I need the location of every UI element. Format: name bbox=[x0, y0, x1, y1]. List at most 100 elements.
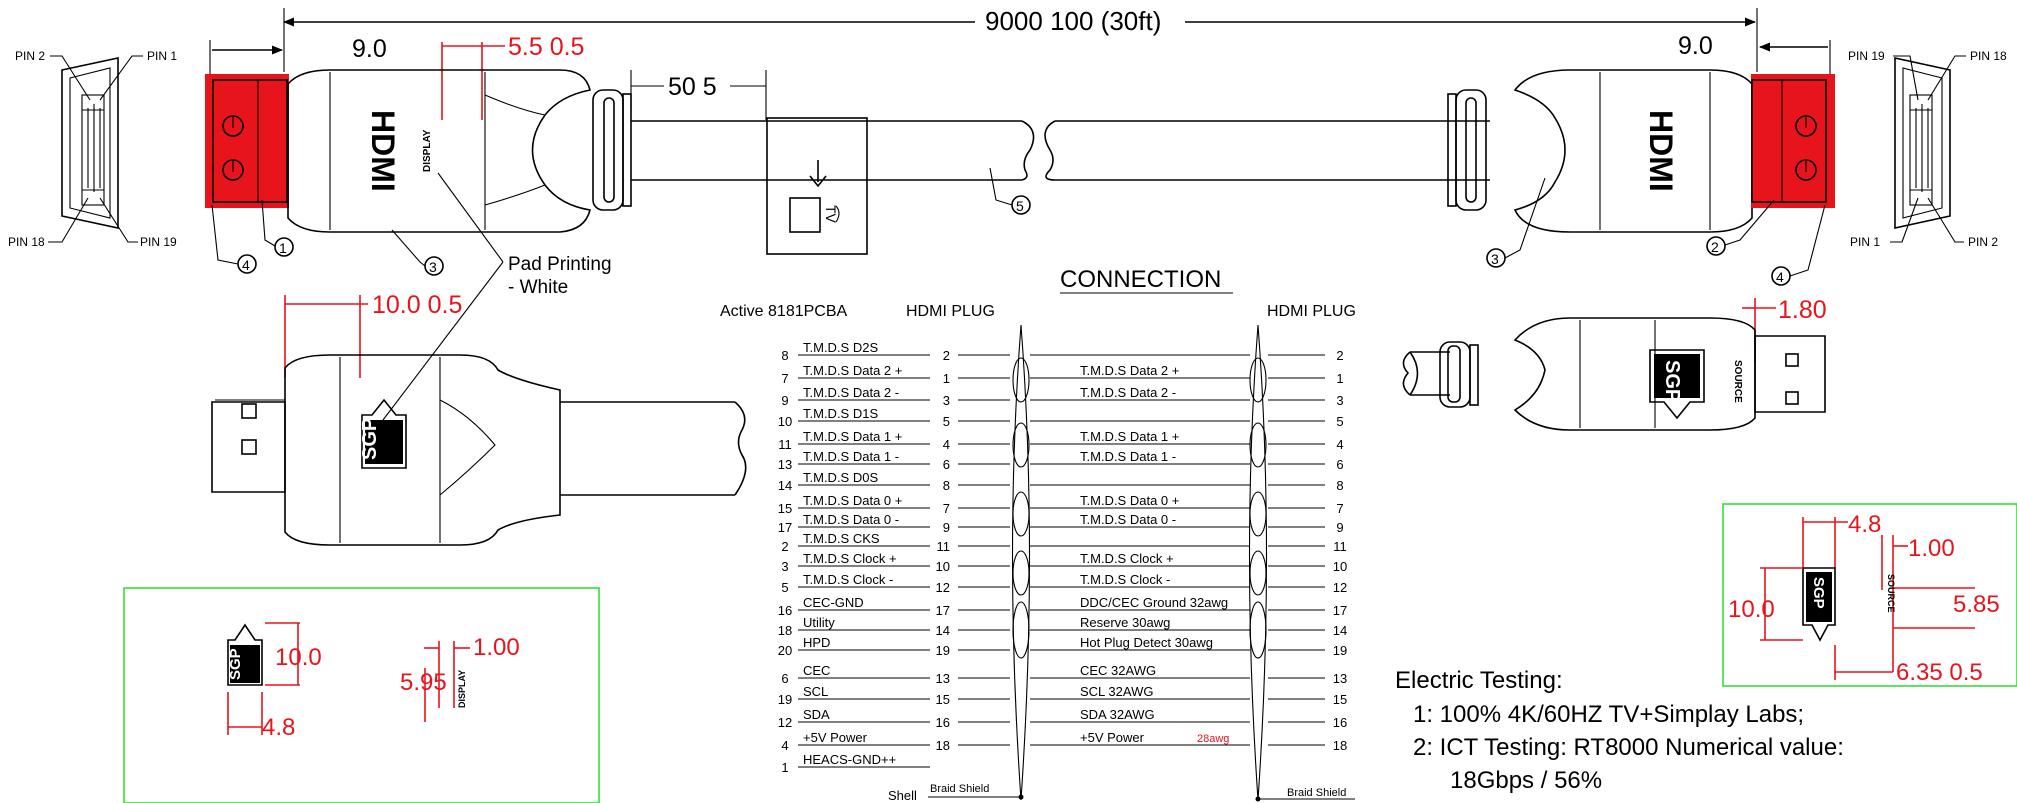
pad-printing-line1: Pad Printing bbox=[508, 254, 612, 275]
left-box-w: 4.8 bbox=[262, 714, 295, 741]
right-box-w: 4.8 bbox=[1848, 511, 1881, 538]
conn-right-pin: 9 bbox=[1336, 520, 1343, 535]
conn-plug-pin: 18 bbox=[936, 738, 950, 753]
right-box-h2: 5.85 bbox=[1953, 591, 2000, 618]
conn-right-pin: 13 bbox=[1333, 671, 1347, 686]
conn-left-pin: 18 bbox=[778, 623, 792, 638]
conn-plug-pin: 19 bbox=[936, 643, 950, 658]
conn-left-signal: HEACS-GND++ bbox=[803, 752, 896, 767]
conn-right-signal: CEC 32AWG bbox=[1080, 663, 1156, 678]
overall-length-dimension: 9000 100 (30ft) bbox=[282, 6, 1758, 72]
right-top-connector: HDMI bbox=[1447, 69, 1835, 233]
left-pin-face: PIN 2 PIN 1 PIN 18 PIN 19 bbox=[8, 49, 177, 249]
right-pin19-label: PIN 19 bbox=[1848, 49, 1885, 63]
overall-length-label: 9000 100 (30ft) bbox=[985, 6, 1161, 36]
right-box-source-mark: SOURCE bbox=[1886, 574, 1896, 613]
conn-left-pin: 3 bbox=[781, 559, 788, 574]
left-top-connector: HDMI DISPLAY bbox=[205, 69, 632, 233]
conn-left-signal: T.M.D.S Data 0 - bbox=[803, 512, 899, 527]
boot-dimension: 50 5 bbox=[630, 70, 767, 120]
conn-left-signal: T.M.D.S D1S bbox=[803, 406, 878, 421]
power-awg-note: 28awg bbox=[1197, 733, 1229, 745]
conn-plug-pin: 4 bbox=[943, 437, 950, 452]
conn-left-signal: T.M.D.S Clock - bbox=[803, 572, 893, 587]
conn-right-signal: T.M.D.S Data 1 - bbox=[1080, 449, 1176, 464]
conn-plug-pin: 16 bbox=[936, 715, 950, 730]
conn-left-signal: T.M.D.S D2S bbox=[803, 340, 878, 355]
right-box-h: 10.0 bbox=[1728, 596, 1775, 623]
callout-4-left: 4 bbox=[242, 257, 250, 273]
conn-left-pin: 12 bbox=[778, 715, 792, 730]
conn-left-signal: Utility bbox=[803, 615, 835, 630]
left-box-t: 1.00 bbox=[473, 634, 520, 661]
conn-right-pin: 5 bbox=[1336, 414, 1343, 429]
left-header-pcba: Active 8181PCBA bbox=[720, 303, 848, 320]
conn-plug-pin: 7 bbox=[943, 501, 950, 516]
conn-left-signal: T.M.D.S D0S bbox=[803, 470, 878, 485]
left-box-h: 10.0 bbox=[275, 644, 322, 671]
conn-left-pin: 14 bbox=[778, 478, 792, 493]
conn-plug-pin: 1 bbox=[943, 371, 950, 386]
callout-3-right: 3 bbox=[1491, 251, 1499, 267]
callout-1: 1 bbox=[279, 240, 287, 256]
conn-left-pin: 4 bbox=[781, 738, 788, 753]
conn-left-signal: HPD bbox=[803, 635, 830, 650]
conn-left-pin: 5 bbox=[781, 580, 788, 595]
conn-left-pin: 6 bbox=[781, 671, 788, 686]
right-pin-face: PIN 19 PIN 18 PIN 1 PIN 2 bbox=[1848, 49, 2007, 249]
left-end-dimension: 9.0 bbox=[209, 35, 387, 80]
conn-right-signal: T.M.D.S Data 1 + bbox=[1080, 429, 1179, 444]
conn-plug-pin: 8 bbox=[943, 478, 950, 493]
conn-right-signal: T.M.D.S Data 0 + bbox=[1080, 493, 1179, 508]
conn-right-signal: Reserve 30awg bbox=[1080, 615, 1170, 630]
conn-plug-pin: 10 bbox=[936, 559, 950, 574]
conn-left-pin: 8 bbox=[781, 348, 788, 363]
conn-right-pin: 4 bbox=[1336, 437, 1343, 452]
conn-left-pin: 11 bbox=[778, 437, 792, 452]
conn-right-pin: 10 bbox=[1333, 559, 1347, 574]
conn-plug-pin: 11 bbox=[937, 539, 951, 554]
conn-right-pin: 3 bbox=[1336, 393, 1343, 408]
conn-left-signal: T.M.D.S Data 2 + bbox=[803, 363, 902, 378]
pad-printing-note: Pad Printing - White bbox=[382, 172, 612, 421]
conn-right-pin: 17 bbox=[1333, 603, 1347, 618]
conn-right-signal: SDA 32AWG bbox=[1080, 707, 1155, 722]
conn-left-pin: 20 bbox=[778, 643, 792, 658]
conn-left-pin: 1 bbox=[781, 760, 788, 775]
conn-plug-pin: 15 bbox=[936, 692, 950, 707]
callout-4-right: 4 bbox=[1776, 269, 1784, 285]
left-pin19-label: PIN 19 bbox=[140, 235, 177, 249]
left-pin1-label: PIN 1 bbox=[147, 49, 177, 63]
testing-title: Electric Testing: bbox=[1395, 667, 1563, 694]
right-pin18-label: PIN 18 bbox=[1970, 49, 2007, 63]
conn-right-signal: T.M.D.S Clock - bbox=[1080, 572, 1170, 587]
conn-right-signal: T.M.D.S Data 2 + bbox=[1080, 363, 1179, 378]
conn-right-signal: T.M.D.S Data 2 - bbox=[1080, 385, 1176, 400]
conn-right-pin: 19 bbox=[1333, 643, 1347, 658]
conn-left-pin: 15 bbox=[778, 501, 792, 516]
conn-left-signal: T.M.D.S Data 1 - bbox=[803, 449, 899, 464]
conn-right-signal: Hot Plug Detect 30awg bbox=[1080, 635, 1213, 650]
conn-plug-pin: 5 bbox=[943, 414, 950, 429]
conn-left-signal: T.M.D.S Data 0 + bbox=[803, 493, 902, 508]
conn-right-pin: 15 bbox=[1333, 692, 1347, 707]
left-pin18-label: PIN 18 bbox=[8, 235, 45, 249]
conn-plug-pin: 17 bbox=[936, 603, 950, 618]
cable-left-segment bbox=[631, 120, 1490, 181]
callout-5: 5 bbox=[1016, 198, 1024, 214]
left-header-plug: HDMI PLUG bbox=[906, 303, 995, 320]
conn-right-pin: 1 bbox=[1336, 371, 1343, 386]
tv-mark: TV bbox=[823, 205, 839, 224]
conn-plug-pin: 9 bbox=[943, 520, 950, 535]
conn-right-signal: SCL 32AWG bbox=[1080, 684, 1153, 699]
conn-right-pin: 6 bbox=[1336, 457, 1343, 472]
sgp-logo-right: SGP bbox=[1661, 360, 1683, 402]
pad-printing-line2: - White bbox=[508, 277, 568, 298]
sgp-logo-left: SGP bbox=[359, 418, 381, 460]
conn-left-signal: CEC bbox=[803, 663, 830, 678]
right-box-t: 1.00 bbox=[1908, 535, 1955, 562]
cable-label-tag: TV bbox=[766, 117, 868, 255]
conn-right-signal: +5V Power bbox=[1080, 730, 1145, 745]
sgp-logo-box-right: SGP bbox=[1810, 577, 1827, 609]
